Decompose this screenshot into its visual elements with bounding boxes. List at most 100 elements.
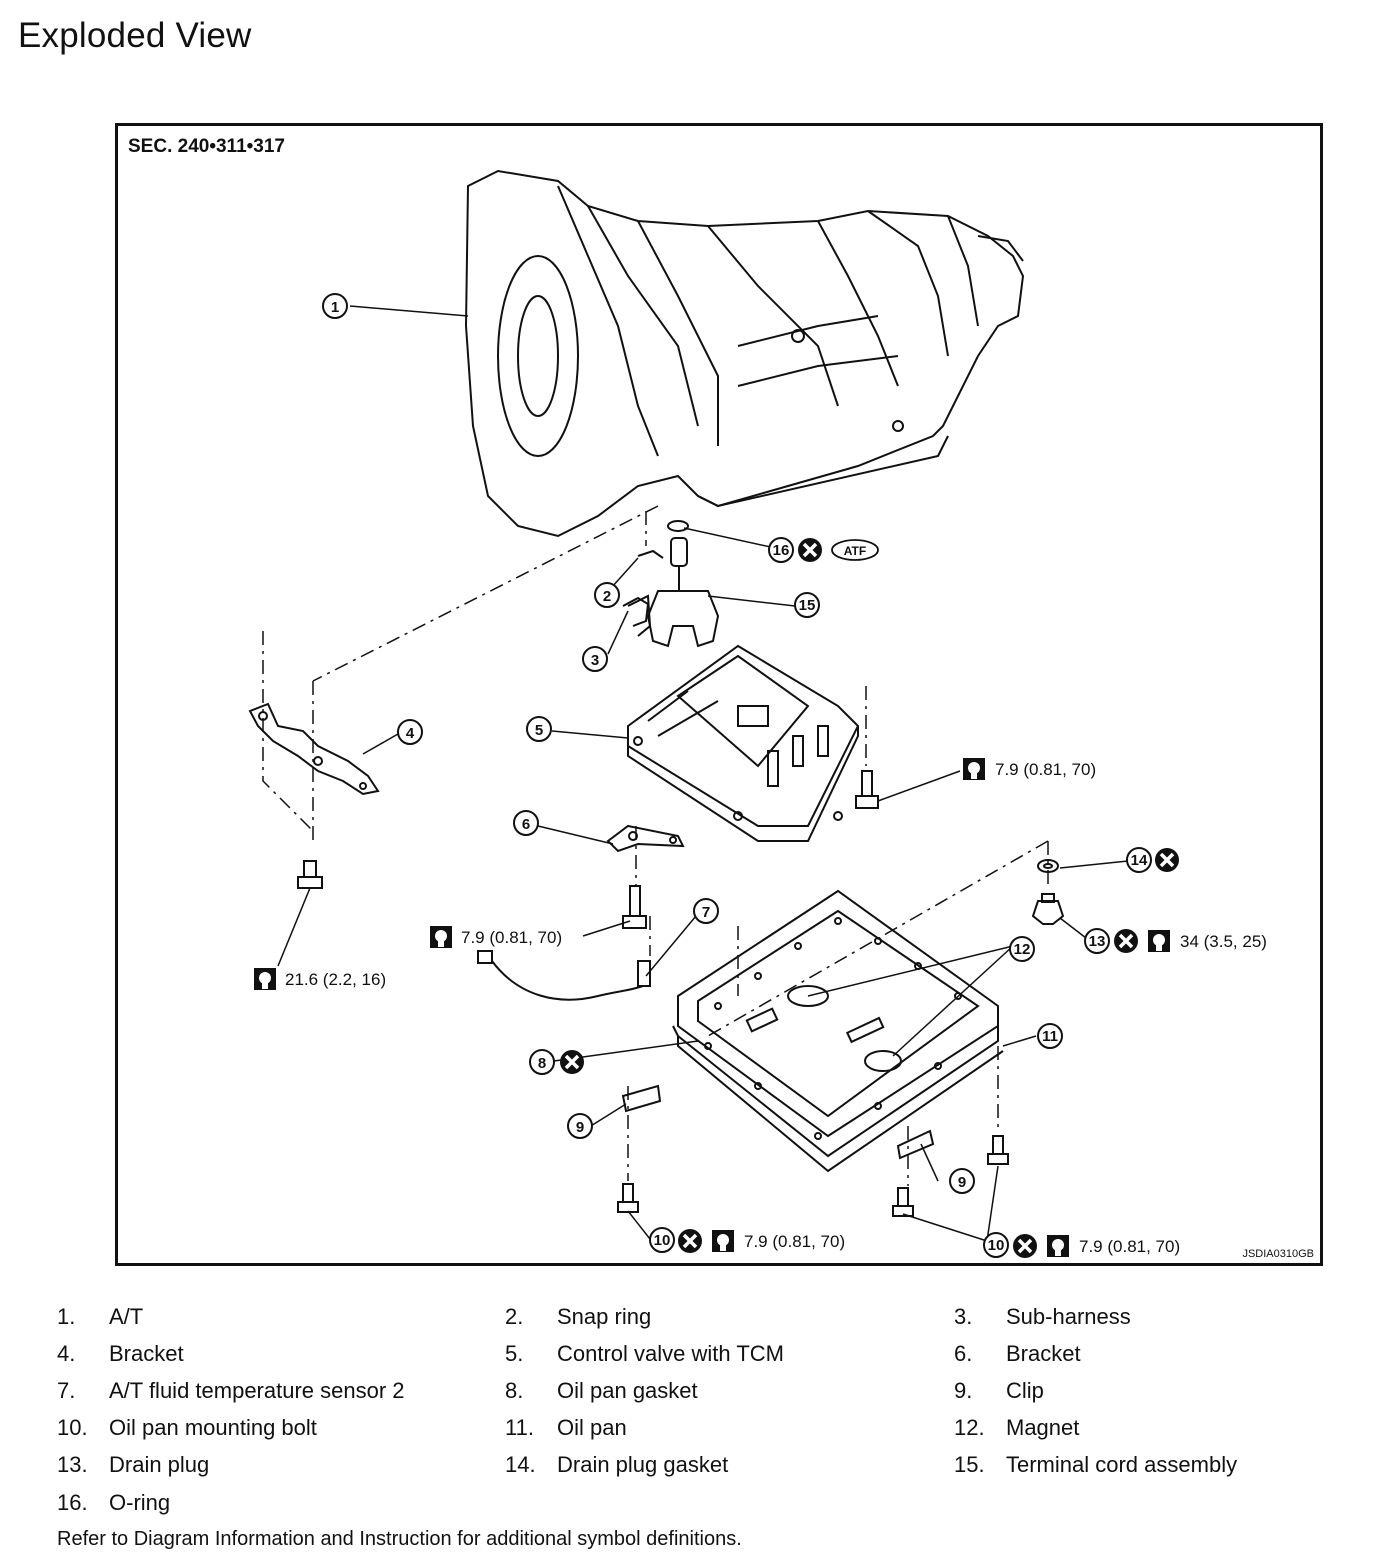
replace-mark-drain-gasket [1153,846,1181,874]
legend-number: 4. [57,1341,76,1366]
torque-value: 21.6 (2.2, 16) [285,970,386,989]
svg-text:9: 9 [958,1174,966,1191]
torque-spec-drain-plug: 34 (3.5, 25) [1112,927,1267,955]
legend-number: 8. [505,1378,524,1403]
svg-text:13: 13 [1089,933,1106,950]
legend-label: Drain plug [109,1452,210,1477]
at-transmission-illustration [464,169,1025,538]
legend-label: Bracket [1006,1341,1081,1366]
svg-text:8: 8 [538,1055,546,1072]
torque-value: 7.9 (0.81, 70) [995,760,1096,779]
legend-number: 9. [954,1378,973,1403]
svg-text:5: 5 [535,722,543,739]
callout-12: 12 [1009,936,1035,962]
svg-text:2: 2 [603,588,611,605]
atf-badge: ATF [831,539,879,561]
callout-3: 3 [582,646,608,672]
legend-number: 2. [505,1304,524,1329]
legend-label: Magnet [1006,1415,1080,1440]
exploded-view-diagram: 21.6 (2.2, 16) 7.9 (0.81, 70) 7.9 (0.81,… [115,123,1323,1266]
legend-number: 16. [57,1490,88,1515]
legend-label: Oil pan [557,1415,627,1440]
torque-value: 7.9 (0.81, 70) [744,1232,845,1251]
torque-spec-sensor-bolt: 7.9 (0.81, 70) [430,926,562,948]
svg-text:14: 14 [1131,852,1148,869]
callout-14: 14 [1126,847,1152,873]
legend-number: 6. [954,1341,973,1366]
svg-text:1: 1 [331,299,339,316]
legend-label: Sub-harness [1006,1304,1131,1329]
svg-text:6: 6 [522,816,530,833]
svg-text:16: 16 [773,542,790,559]
svg-text:11: 11 [1042,1028,1058,1045]
svg-text:10: 10 [654,1232,671,1249]
legend-number: 1. [57,1304,76,1329]
callout-13: 13 [1084,928,1110,954]
legend-label: Oil pan gasket [557,1378,698,1403]
leader-lines [277,305,1129,1242]
torque-value: 7.9 (0.81, 70) [461,928,562,947]
callout-4: 4 [397,719,423,745]
svg-text:10: 10 [988,1237,1005,1254]
torque-value: 7.9 (0.81, 70) [1079,1237,1180,1256]
terminal-cord-assembly-illustration [627,520,720,648]
legend-label: A/T [109,1304,144,1329]
callout-1: 1 [322,293,348,319]
svg-text:9: 9 [576,1119,584,1136]
callout-10-right: 10 [983,1232,1009,1258]
bracket-4-illustration [248,702,380,796]
callout-9-right: 9 [949,1168,975,1194]
legend-label: Snap ring [557,1304,652,1329]
svg-text:15: 15 [799,597,816,614]
clips-illustration [621,1084,935,1160]
legend-number: 5. [505,1341,524,1366]
legend-label: Control valve with TCM [557,1341,784,1366]
svg-text:4: 4 [406,725,415,742]
page-title: Exploded View [18,16,252,55]
callout-15: 15 [794,592,820,618]
callout-10-left: 10 [649,1227,675,1253]
legend-label: Bracket [109,1341,184,1366]
oil-pan-illustration [672,889,1004,1173]
snap-ring-and-sub-harness-illustration [622,549,664,627]
svg-text:3: 3 [591,652,599,669]
legend-number: 12. [954,1415,985,1440]
replace-mark-pan-gasket [558,1048,586,1076]
callout-8: 8 [529,1049,555,1075]
legend-number: 15. [954,1452,985,1477]
guide-lines [262,505,1049,1186]
legend-number: 13. [57,1452,88,1477]
footnote: Refer to Diagram Information and Instruc… [57,1528,742,1550]
callout-9-left: 9 [567,1113,593,1139]
callout-11: 11 [1037,1023,1063,1049]
legend-label: Drain plug gasket [557,1452,729,1477]
legend-label: A/T fluid temperature sensor 2 [109,1378,405,1403]
callout-2: 2 [594,582,620,608]
callout-16: 16 [768,537,794,563]
torque-spec-pan-bolt-left: 7.9 (0.81, 70) [676,1227,845,1255]
callout-5: 5 [526,716,552,742]
torque-spec-pan-bolt-right: 7.9 (0.81, 70) [1011,1232,1180,1260]
legend-label: Terminal cord assembly [1006,1452,1238,1477]
legend-label: Clip [1006,1378,1044,1403]
diagram-canvas: 21.6 (2.2, 16) 7.9 (0.81, 70) 7.9 (0.81,… [248,169,1267,1260]
drain-plug-illustration [1031,859,1065,925]
legend-label: Oil pan mounting bolt [109,1415,317,1440]
callout-6: 6 [513,810,539,836]
svg-text:ATF: ATF [844,544,866,558]
bracket-6-illustration [606,824,685,853]
parts-legend: 1.A/T 2.Snap ring 3.Sub-harness 4.Bracke… [0,1300,1376,1530]
torque-value: 34 (3.5, 25) [1180,932,1267,951]
svg-text:12: 12 [1014,941,1031,958]
bolts-illustration [297,770,1009,1217]
legend-number: 7. [57,1378,76,1403]
torque-spec-control-valve-bolt: 7.9 (0.81, 70) [963,758,1096,780]
section-label: SEC. 240•311•317 [128,136,285,157]
fluid-temperature-sensor-illustration [477,950,651,1001]
legend-number: 14. [505,1452,536,1477]
replace-mark-o-ring [796,536,824,564]
legend-label: O-ring [109,1490,171,1515]
legend-number: 10. [57,1415,88,1440]
callout-7: 7 [693,898,719,924]
torque-spec-bracket-bolt: 21.6 (2.2, 16) [254,968,386,990]
